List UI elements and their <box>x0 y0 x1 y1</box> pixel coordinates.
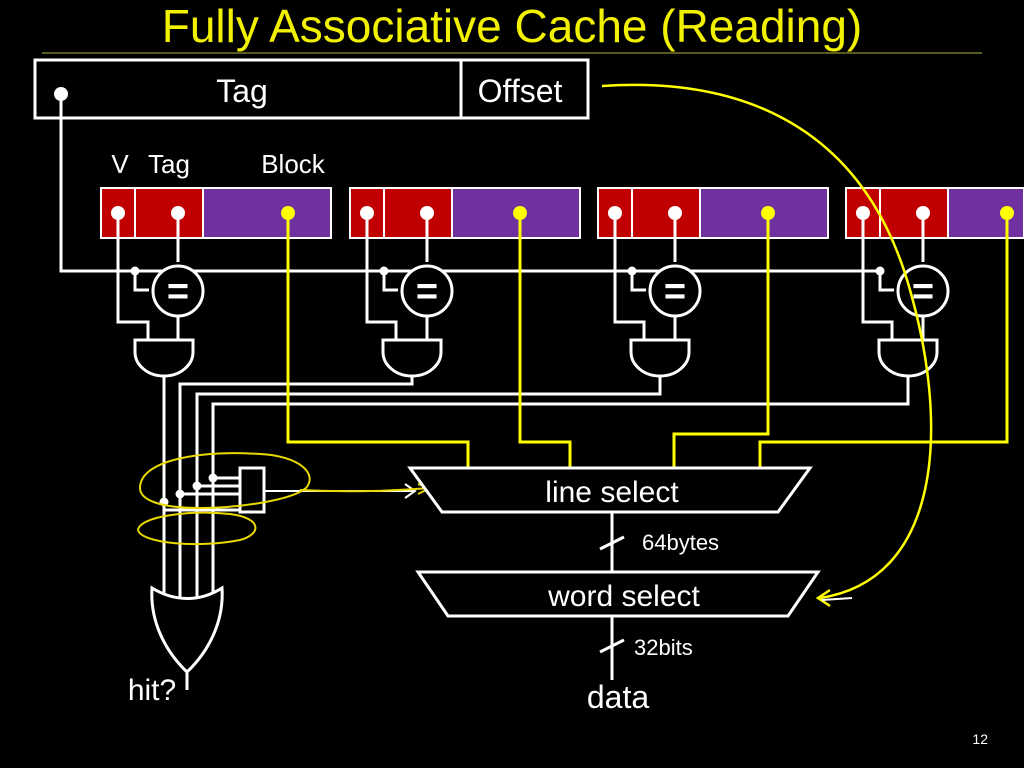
cache-line <box>597 187 829 239</box>
tag-comparator: = <box>151 264 205 318</box>
svg-text:=: = <box>912 271 934 313</box>
and-gate <box>629 338 691 378</box>
junction-dots <box>130 266 885 276</box>
tag-bus-wires <box>59 94 925 292</box>
or-gate <box>150 585 224 675</box>
and-gate <box>133 338 195 378</box>
word-width-label: 32bits <box>634 635 693 660</box>
hit-label: hit? <box>128 674 176 707</box>
cache-line <box>100 187 332 239</box>
word-select-label: word select <box>547 580 700 613</box>
line-width-label: 64bytes <box>642 530 719 555</box>
address-tag-label: Tag <box>216 73 268 109</box>
svg-text:=: = <box>664 271 686 313</box>
offset-select-curve <box>601 83 933 600</box>
header-tag: Tag <box>148 149 190 179</box>
line-select-label: line select <box>545 476 679 509</box>
page-title: Fully Associative Cache (Reading) <box>162 0 863 52</box>
svg-text:=: = <box>416 271 438 313</box>
cache-line <box>845 187 1024 239</box>
header-v: V <box>111 149 129 179</box>
line-select-mux <box>407 466 813 514</box>
tag-comparator: = <box>896 264 950 318</box>
svg-text:=: = <box>167 271 189 313</box>
header-block: Block <box>261 149 326 179</box>
data-label: data <box>587 679 649 715</box>
and-gate <box>381 338 443 378</box>
address-register: Tag Offset <box>33 58 590 120</box>
tag-comparator: = <box>400 264 454 318</box>
page-number: 12 <box>972 731 988 747</box>
tag-comparator: = <box>648 264 702 318</box>
annotation-ovals <box>137 452 433 546</box>
block-data-wires <box>286 213 1009 468</box>
cache-line <box>349 187 581 239</box>
address-offset-label: Offset <box>478 73 563 109</box>
word-select-mux <box>415 570 821 618</box>
